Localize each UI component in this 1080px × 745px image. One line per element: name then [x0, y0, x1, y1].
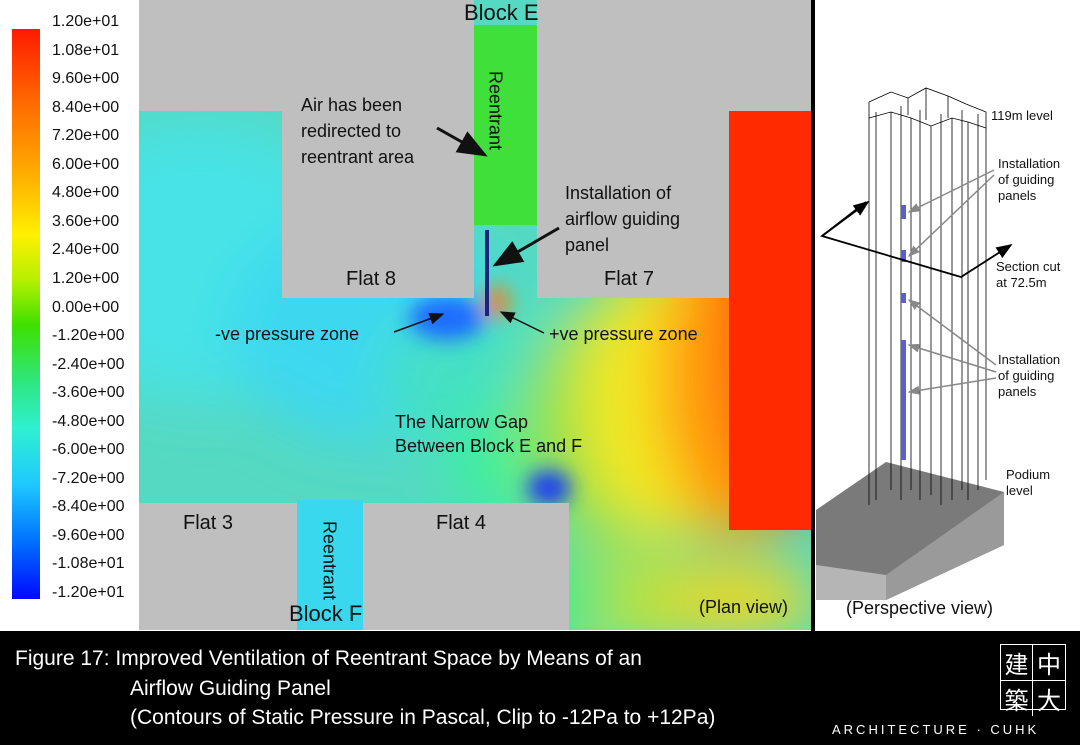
color-scale-tick-label: -1.20e+01: [52, 584, 125, 601]
color-scale-tick-label: 9.60e+00: [52, 70, 120, 88]
flat-3-block: [139, 503, 297, 630]
tower-perspective-drawing: [816, 87, 1013, 600]
color-scale-tick-label: 1.20e+00: [52, 269, 120, 287]
perspective-view-label: (Perspective view): [846, 598, 994, 618]
color-scale-tick-label: -2.40e+00: [52, 355, 125, 373]
cuhk-architecture-logo: 建 中 築 大: [1000, 644, 1066, 716]
flat-8-label: Flat 8: [346, 268, 397, 290]
flat-7-label: Flat 7: [604, 268, 655, 290]
annotation-arrows: [393, 126, 560, 334]
color-scale-tick-label: 3.60e+00: [52, 212, 120, 230]
color-scale-tick-label: -6.00e+00: [52, 441, 125, 459]
color-scale-tick-label: 1.20e+01: [52, 13, 120, 30]
color-scale-tick-label: -7.20e+00: [52, 469, 125, 487]
block-e-top-right: [537, 0, 811, 111]
color-scale-tick-label: 6.00e+00: [52, 155, 120, 173]
color-scale-tick-label: -1.20e+00: [52, 327, 125, 345]
color-scale-bar: [12, 29, 40, 599]
color-scale-tick-label: 4.80e+00: [52, 184, 120, 202]
color-scale-tick-label: 7.20e+00: [52, 127, 120, 145]
flat-7-block: [537, 111, 729, 298]
caption-line-1: Figure 17: Improved Ventilation of Reent…: [15, 647, 642, 670]
color-scale-tick-label: -4.80e+00: [52, 412, 125, 430]
figure-caption: Figure 17: Improved Ventilation of Reent…: [0, 631, 1080, 745]
panel-divider: [811, 0, 815, 631]
level-119-label: 119m level: [991, 108, 1053, 123]
color-scale-tick-label: 1.08e+01: [52, 41, 120, 59]
caption-line-3: (Contours of Static Pressure in Pascal, …: [130, 706, 716, 729]
flat-3-label: Flat 3: [183, 512, 234, 534]
flat-8-block: [282, 111, 474, 298]
reentrant-label-top: Reentrant: [485, 70, 506, 151]
org-label: ARCHITECTURE · CUHK: [832, 722, 1040, 737]
flat-4-block: [363, 503, 569, 630]
color-scale-tick-label: -8.40e+00: [52, 498, 125, 516]
flat-4-label: Flat 4: [436, 512, 487, 534]
color-scale-tick-label: -1.08e+01: [52, 555, 125, 573]
color-scale-tick-label: -3.60e+00: [52, 384, 125, 402]
color-scale-tick-label: 2.40e+00: [52, 241, 120, 259]
negative-pressure-label: -ve pressure zone: [215, 324, 360, 344]
color-scale-tick-label: 8.40e+00: [52, 98, 120, 116]
color-scale-tick-label: 0.00e+00: [52, 298, 120, 316]
positive-pressure-label: +ve pressure zone: [549, 324, 698, 344]
block-e-top-left: [139, 0, 474, 111]
block-e-label: Block E: [464, 0, 539, 25]
plan-view-label: (Plan view): [699, 597, 789, 617]
block-f-label: Block F: [289, 601, 363, 626]
airflow-guiding-panel: [485, 230, 489, 316]
caption-line-2: Airflow Guiding Panel: [130, 677, 331, 700]
color-scale-tick-label: -9.60e+00: [52, 526, 125, 544]
